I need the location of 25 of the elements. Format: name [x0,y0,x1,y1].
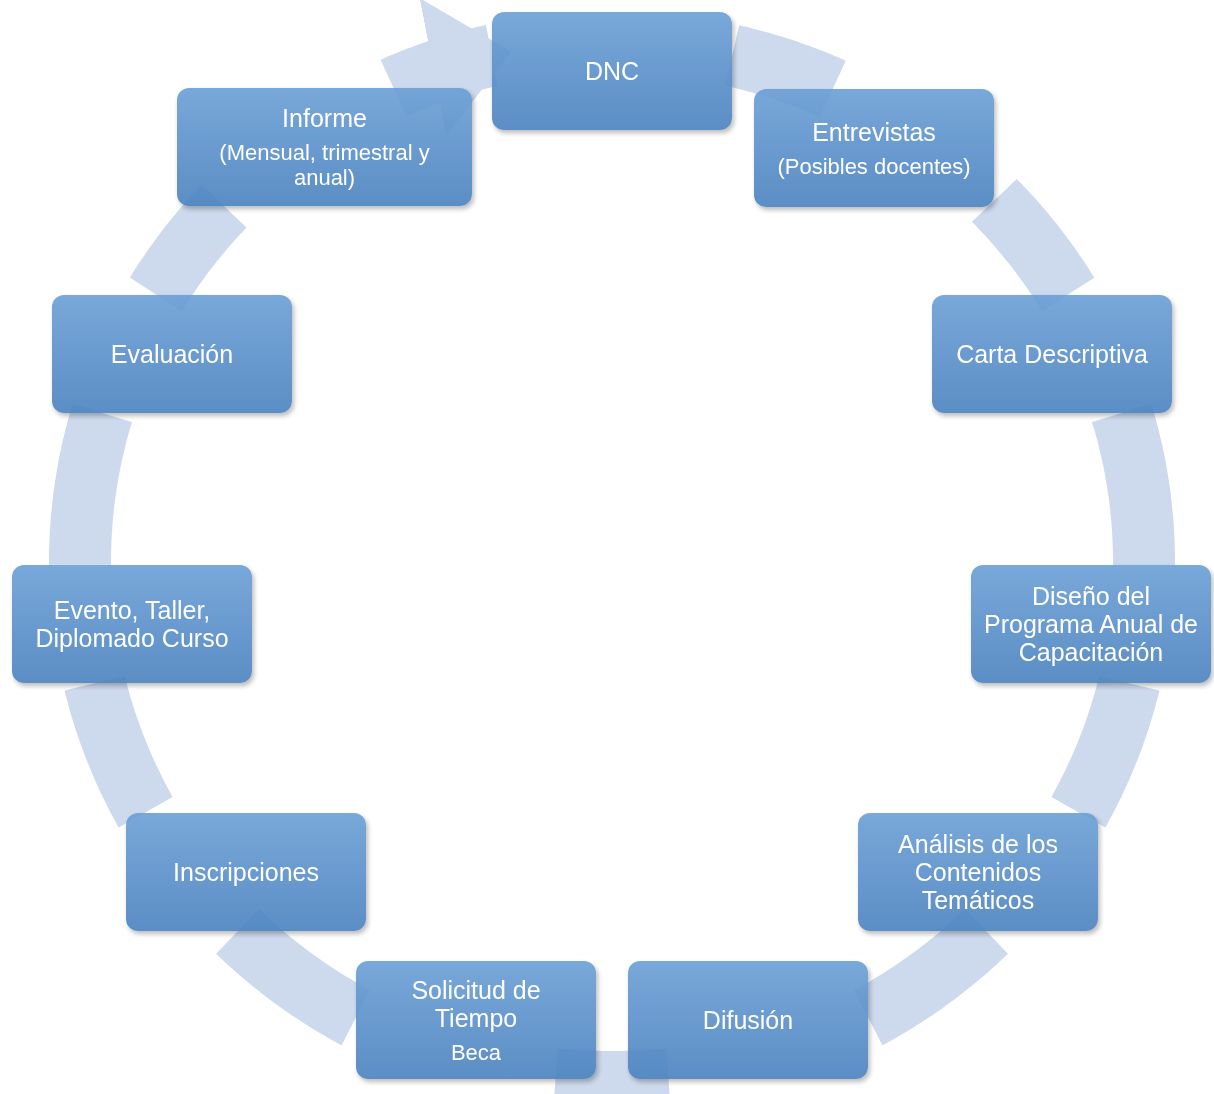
step-title: Análisis de los Contenidos Temáticos [897,830,1059,914]
step-title: DNC [584,57,640,85]
process-box [126,813,366,931]
step-note: (Posibles docentes) [777,153,971,179]
process-box [754,89,994,207]
step-title: Evaluación [110,340,234,368]
process-box [177,88,472,206]
step-title: Diseño del Programa Anual de Capacitación [983,582,1199,666]
process-box [971,565,1211,683]
process-box [932,295,1172,413]
step-note: (Mensual, trimestral y anual) [218,140,431,190]
step-title: Entrevistas [812,117,936,146]
process-box [492,12,732,130]
step-title: Carta Descriptiva [956,340,1148,368]
step-title: Informe [282,104,367,132]
process-box [628,961,868,1079]
step-title: Solicitud de Tiempo [410,975,542,1032]
step-note: Beca [450,1039,502,1065]
step-title: Difusión [702,1006,794,1034]
step-title: Inscripciones [173,858,319,886]
process-box [12,565,252,683]
process-box [356,961,596,1079]
process-box [858,813,1098,931]
process-box [52,295,292,413]
step-title: Evento, Taller, Diplomado Curso [34,596,230,652]
